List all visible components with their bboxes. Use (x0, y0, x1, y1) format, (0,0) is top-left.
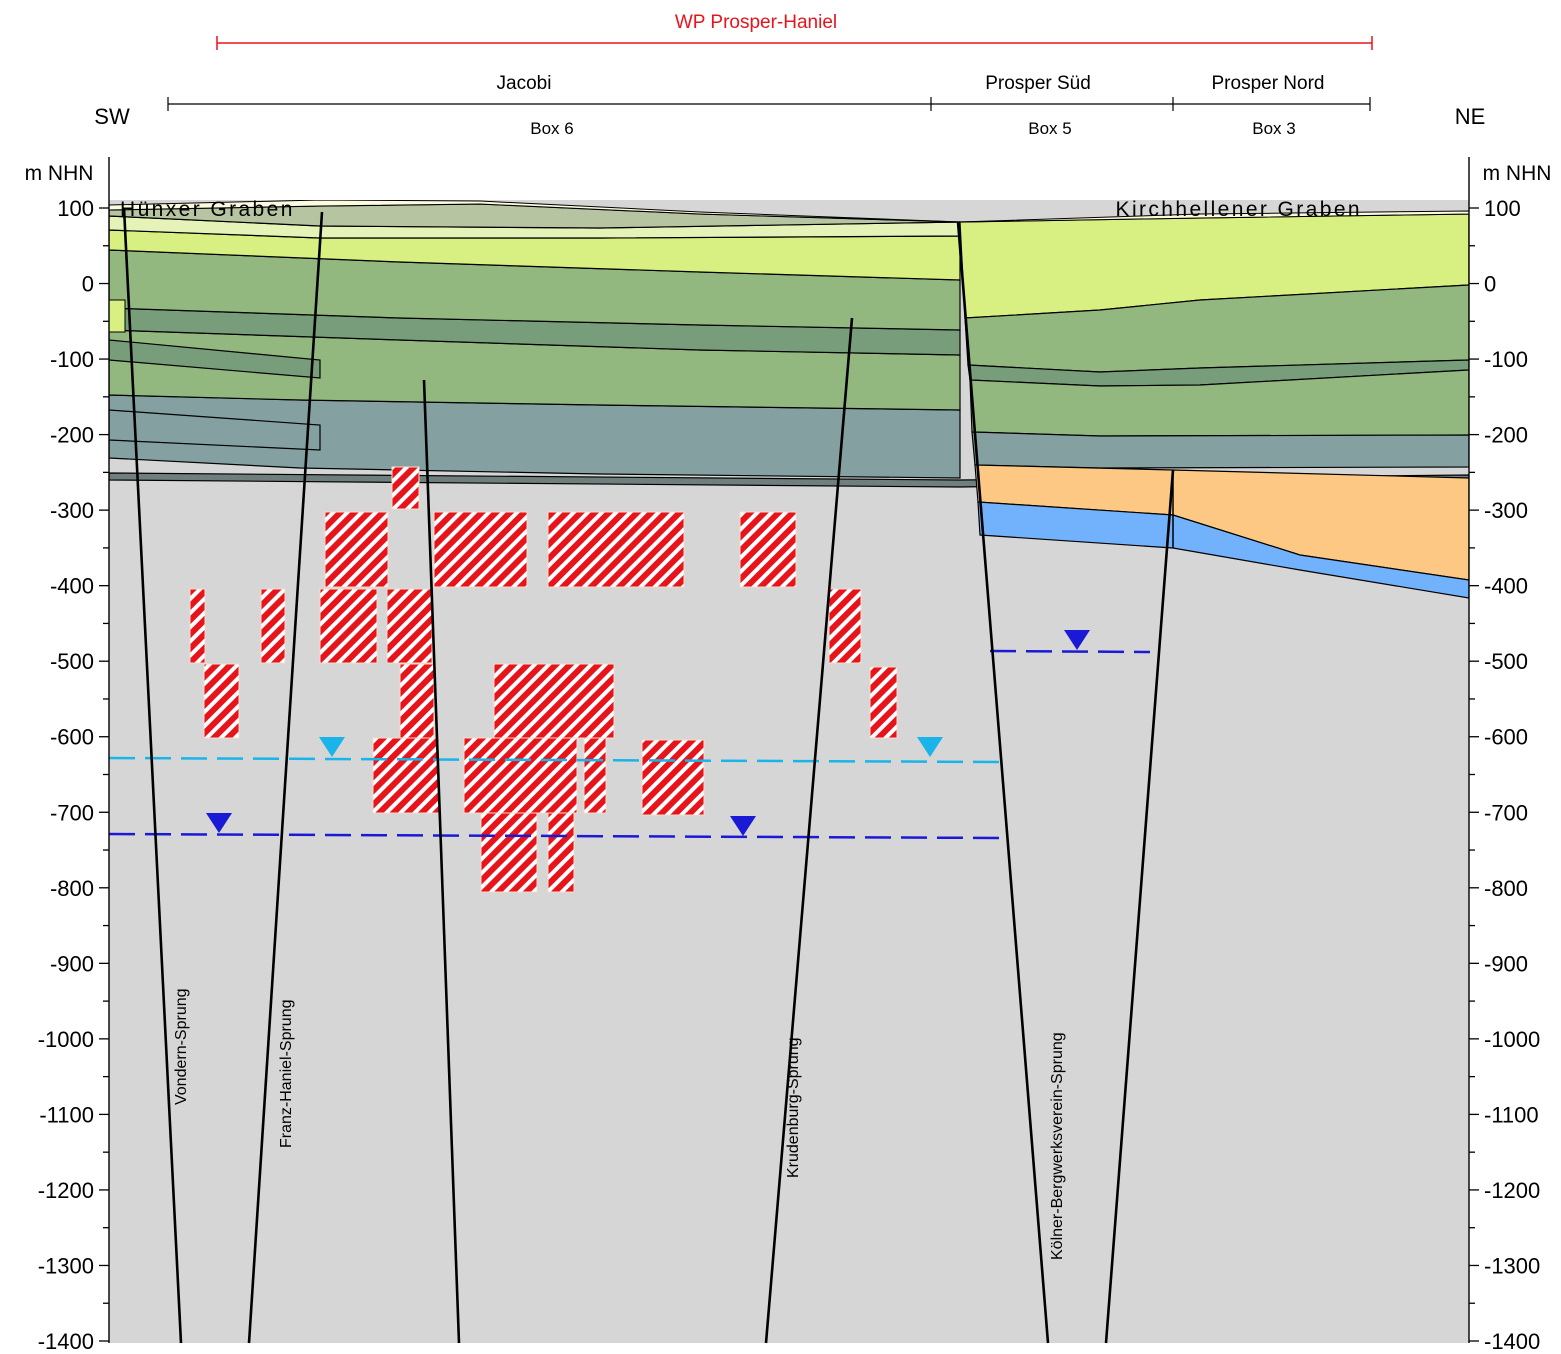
axis-tick-label: -1200 (38, 1178, 94, 1203)
mining-field (583, 737, 607, 814)
water-level-dark-right (989, 630, 1151, 654)
axis-unit-left: m NHN (25, 162, 94, 185)
axis-tick-label: -200 (1484, 423, 1528, 448)
layer-blue-gray-right (971, 431, 1469, 469)
wp-label: WP Prosper-Haniel (675, 12, 837, 33)
axis-tick-label: -400 (1484, 574, 1528, 599)
axis-tick-label: -200 (50, 423, 94, 448)
geology (109, 200, 1469, 1343)
mining-field (324, 511, 389, 588)
mining-field (463, 737, 578, 814)
field-name-prosper-nord: Prosper Nord (1212, 73, 1325, 94)
structure-label-huenxer-graben: Hünxer Graben (120, 198, 295, 221)
layer-blue-gray-left (109, 409, 321, 451)
axis-tick-label: -500 (50, 649, 94, 674)
water-level-marker (1064, 630, 1090, 650)
mining-field (547, 511, 685, 588)
axis-tick-label: -1100 (1484, 1102, 1539, 1127)
mining-field (493, 663, 615, 739)
fault-secondary (422, 379, 461, 1344)
faults (122, 207, 1175, 1344)
axis-tick-label: -1400 (38, 1329, 94, 1354)
water-level-dark (108, 813, 1006, 840)
layer-cream-top (109, 200, 961, 223)
field-extent-bar (167, 97, 1371, 111)
direction-ne: NE (1455, 104, 1486, 129)
axis-unit-right: m NHN (1483, 162, 1552, 185)
axis-tick-label: -1400 (1484, 1329, 1540, 1354)
fault-label-krudenburg: Krudenburg-Sprung (785, 1037, 802, 1178)
axis-tick-label: 0 (1484, 272, 1496, 297)
fault-label-koelner-bergwerksverein: Kölner-Bergwerksverein-Sprung (1049, 1032, 1066, 1260)
layer-blue-right (977, 501, 1469, 599)
axis-tick-label: 0 (82, 272, 94, 297)
mining-field (547, 812, 575, 893)
mining-field (480, 812, 538, 893)
box-label-6: Box 6 (530, 119, 573, 138)
water-level-marker (917, 737, 943, 757)
layer-cream-right (959, 210, 1469, 223)
axis-tick-label: -800 (1484, 876, 1528, 901)
box-label-5: Box 5 (1028, 119, 1071, 138)
fault-label-franz-haniel: Franz-Haniel-Sprung (278, 999, 295, 1148)
mining-field (869, 666, 898, 739)
structure-label-kirchhellener-graben: Kirchhellener Graben (1116, 198, 1362, 221)
fault-prosper (1104, 469, 1175, 1344)
axis-tick-label: -600 (50, 725, 94, 750)
axis-tick-label: -1000 (1484, 1027, 1540, 1052)
axis-tick-label: -300 (50, 498, 94, 523)
mining-field (828, 588, 862, 664)
mining-field (386, 588, 433, 664)
fault-vondern (122, 207, 183, 1344)
water-level-marker (206, 813, 232, 833)
axis-tick-label: -700 (50, 800, 94, 825)
axis-tick-label: -100 (50, 347, 94, 372)
water-level-marker (730, 816, 756, 836)
mining-field (319, 588, 378, 664)
mining-fields (189, 466, 898, 893)
field-name-prosper-sued: Prosper Süd (985, 73, 1091, 94)
axis-tick-label: -1200 (1484, 1178, 1540, 1203)
layer-green-dark-left (109, 339, 321, 379)
axis-tick-label: -600 (1484, 725, 1528, 750)
axis-tick-label: -400 (50, 574, 94, 599)
box-label-3: Box 3 (1252, 119, 1295, 138)
axis-tick-label: -100 (1484, 347, 1528, 372)
mining-field (739, 511, 797, 588)
water-level-marker (319, 737, 345, 757)
mining-field (391, 466, 420, 510)
axis-tick-label: -1000 (38, 1027, 94, 1052)
axis-tick-label: 100 (57, 196, 94, 221)
axis-tick-label: -500 (1484, 649, 1528, 674)
axis-tick-label: -700 (1484, 800, 1528, 825)
wp-extent-bar (216, 36, 1373, 50)
axis-tick-label: -900 (1484, 951, 1528, 976)
mining-field (203, 663, 240, 739)
axis-tick-label: -800 (50, 876, 94, 901)
fault-krudenburg (764, 317, 854, 1344)
axis-tick-label: 100 (1484, 196, 1521, 221)
axis-tick-labels: 100 100 0 0 -100 -100 -200 -200 -300 -300 -400 -400… (38, 196, 1541, 1354)
axis-tick-label: -1300 (1484, 1253, 1540, 1278)
mining-field (260, 588, 286, 664)
field-name-jacobi: Jacobi (497, 73, 552, 94)
direction-sw: SW (94, 104, 130, 129)
axis-tick-label: -1300 (38, 1253, 94, 1278)
mining-field (189, 588, 206, 664)
axis-tick-label: -300 (1484, 498, 1528, 523)
fault-franz-haniel (247, 211, 324, 1344)
axis-tick-label: -900 (50, 951, 94, 976)
mining-field (399, 663, 435, 739)
mining-field (372, 737, 440, 814)
axis-ticks (99, 207, 1479, 1342)
water-level-light (108, 737, 1001, 764)
axis-tick-label: -1100 (39, 1102, 94, 1127)
layer-yellow-left (109, 299, 126, 333)
mining-field (433, 511, 528, 588)
mining-field (641, 739, 705, 816)
fault-koelner-bergwerksverein (956, 221, 1050, 1344)
fault-label-vondern: Vondern-Sprung (173, 988, 190, 1105)
